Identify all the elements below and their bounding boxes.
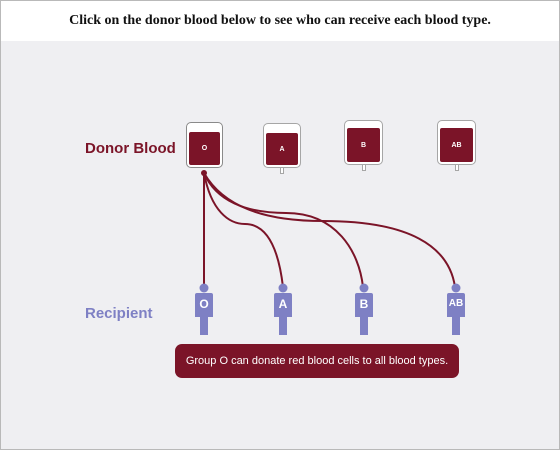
donor-bag-a-label: A (279, 145, 285, 153)
donor-bag-o-label: O (201, 145, 208, 152)
recipient-b: B (353, 283, 375, 335)
person-icon (447, 283, 465, 335)
donor-bag-b[interactable]: B (344, 120, 383, 171)
recipient-o-label: O (199, 297, 209, 311)
donor-bag-a-fill: A (266, 133, 298, 165)
link-o-to-a (203, 172, 284, 288)
link-o-to-b (203, 172, 364, 288)
donor-bag-ab-fill: AB (440, 128, 473, 162)
compatibility-message-text: Group O can donate red blood cells to al… (185, 355, 449, 367)
donor-bag-ab[interactable]: AB (437, 120, 476, 171)
instruction-header: Click on the donor blood below to see wh… (1, 1, 559, 41)
person-icon (195, 283, 213, 335)
link-o-to-ab (203, 172, 456, 288)
recipient-ab-label: AB (448, 298, 464, 309)
donor-bag-o[interactable]: O (186, 122, 223, 168)
recipient-a: A (272, 283, 294, 335)
donor-bag-b-label: B (360, 141, 367, 149)
compatibility-lines (201, 170, 456, 288)
recipient-o: O (193, 283, 215, 335)
donor-bag-ab-label: AB (451, 141, 462, 149)
instruction-text: Click on the donor blood below to see wh… (69, 13, 491, 28)
recipient-b-label: B (359, 297, 369, 311)
recipient-ab: AB (445, 283, 467, 335)
donor-bag-a[interactable]: A (263, 123, 301, 174)
donor-blood-label: Donor Blood (85, 140, 176, 157)
donor-bag-o-fill: O (189, 132, 220, 165)
link-origin-dot (201, 170, 207, 176)
activity-panel: Donor Blood O A B AB (1, 41, 559, 449)
donor-bag-b-fill: B (347, 128, 380, 162)
compatibility-message: Group O can donate red blood cells to al… (175, 344, 459, 378)
recipient-label: Recipient (85, 305, 153, 322)
person-icon (355, 283, 373, 335)
recipient-a-label: A (278, 297, 288, 311)
person-icon (274, 283, 292, 335)
